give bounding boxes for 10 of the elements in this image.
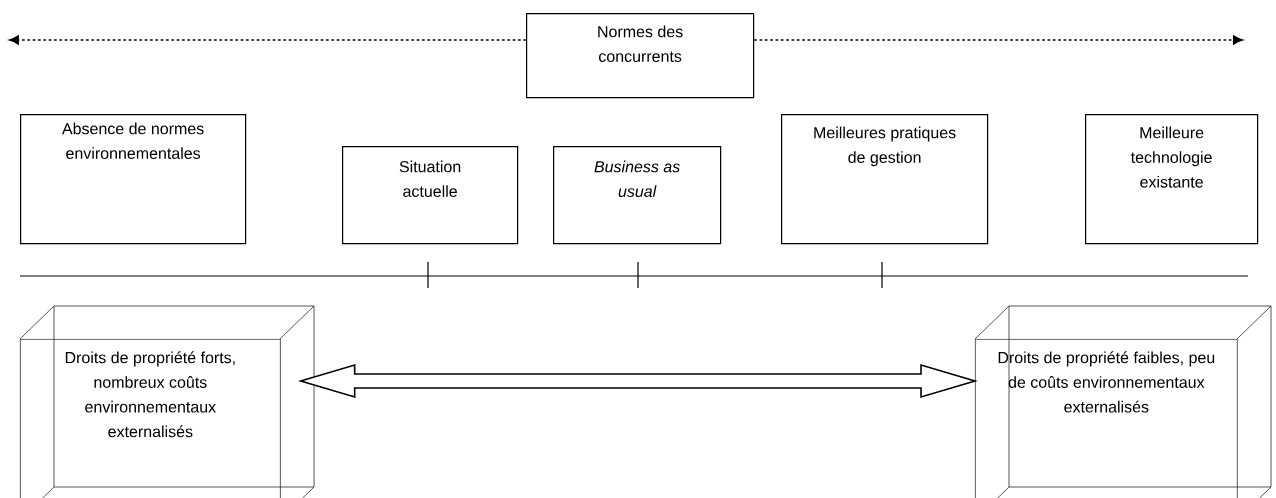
text-box: Situation actuelle (342, 146, 519, 245)
cube-box: Droits de propriété forts, nombreux coûts environnementaux externalisés (19, 305, 315, 498)
cube-box: Droits de propriété faibles, peu de coûts environnementaux externalisés (974, 305, 1272, 498)
text-box: Absence de normes environnementales (20, 114, 247, 245)
text-box: Meilleure technologie existante (1085, 114, 1259, 245)
text-box: Normes des concurrents (526, 13, 755, 99)
dotted-arrow (9, 35, 527, 45)
text-box: Business as usual (553, 146, 722, 245)
text-box: Meilleures pratiques de gestion (781, 114, 989, 245)
dotted-arrow (753, 35, 1243, 45)
